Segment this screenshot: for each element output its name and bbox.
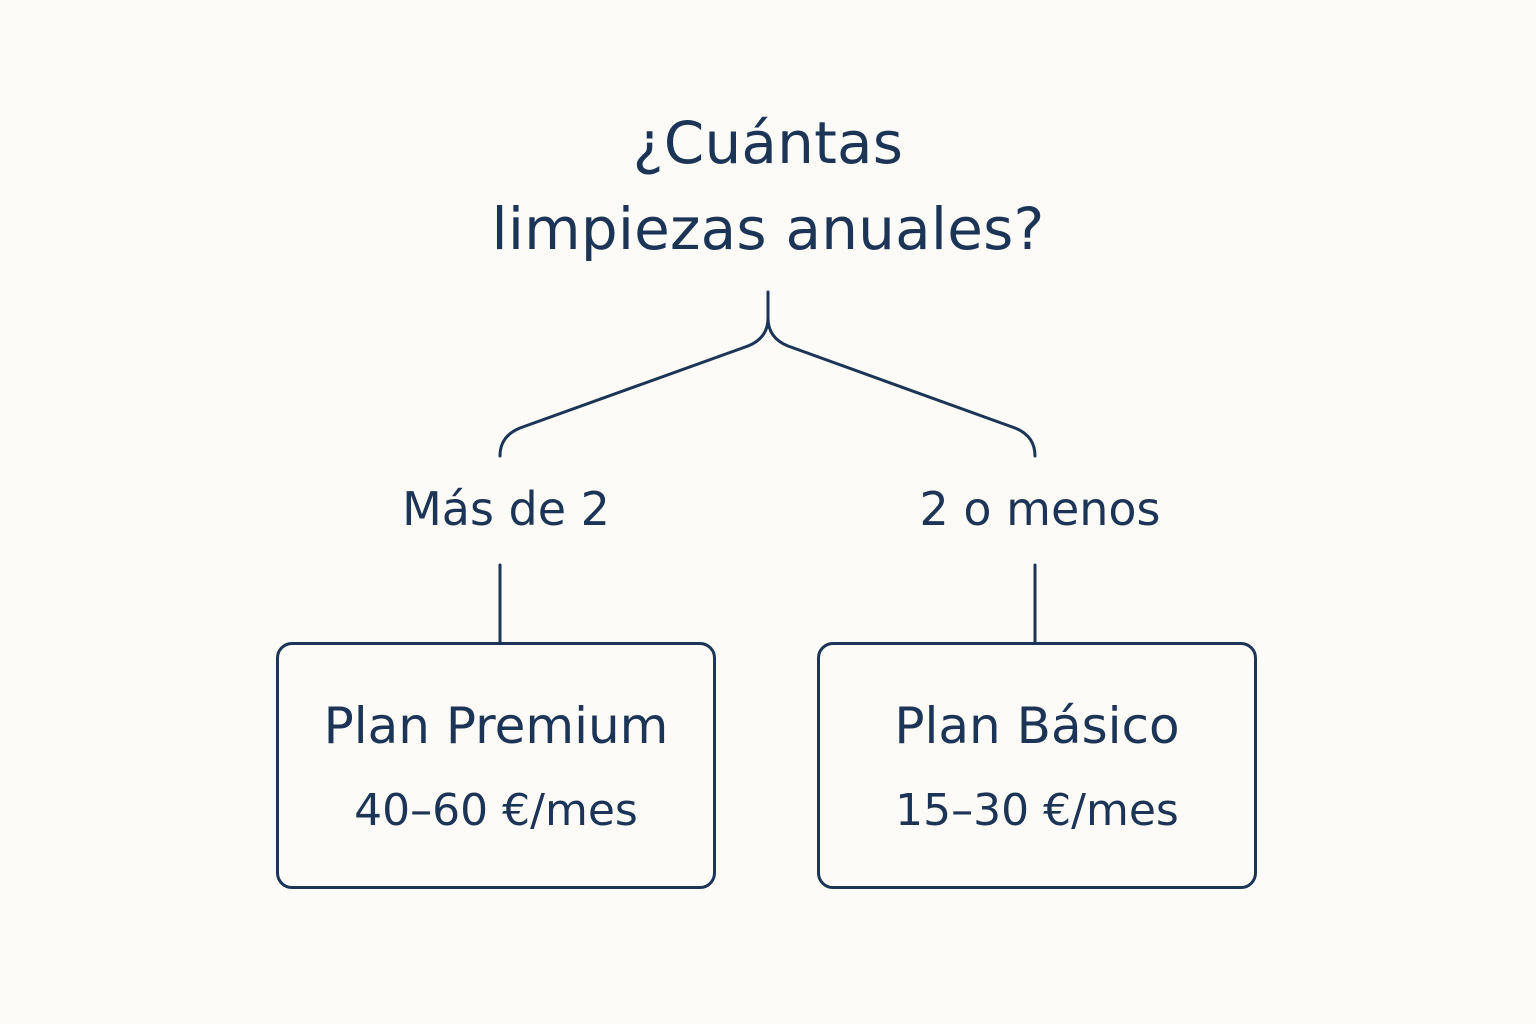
plan-basic-price: 15–30 €/mes: [895, 785, 1179, 836]
decision-question: ¿Cuántas limpiezas anuales?: [368, 100, 1168, 272]
question-line-1: ¿Cuántas: [632, 109, 904, 177]
plan-premium-box: Plan Premium 40–60 €/mes: [276, 642, 716, 889]
question-line-2: limpiezas anuales?: [491, 195, 1045, 263]
plan-premium-name: Plan Premium: [323, 697, 669, 755]
branch-label-2-or-less: 2 o menos: [919, 482, 1161, 536]
left-branch-connector: [498, 344, 750, 458]
right-branch-connector: [766, 316, 1037, 458]
branch-label-more-than-2: Más de 2: [402, 482, 610, 536]
plan-basic-box: Plan Básico 15–30 €/mes: [817, 642, 1257, 889]
plan-basic-name: Plan Básico: [894, 697, 1180, 755]
plan-premium-price: 40–60 €/mes: [354, 785, 638, 836]
stem-connector: [746, 290, 770, 348]
